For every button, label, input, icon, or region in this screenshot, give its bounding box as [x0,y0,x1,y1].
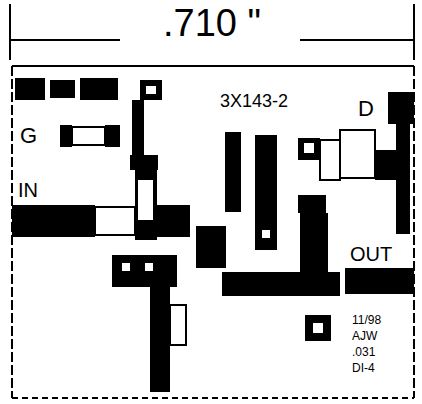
dimension-line [10,39,120,41]
via [145,263,153,271]
board-outline [12,65,414,67]
pad [298,138,320,160]
output-line [345,268,414,294]
material-note: DI-4 [352,362,375,374]
dimension-line [300,39,414,41]
resistor [105,125,120,147]
capacitor-plate [138,180,153,220]
dimension-tick [9,4,11,60]
trace [150,287,170,392]
transistor [196,226,226,268]
pad [140,80,162,100]
dimension-text: .710 " [163,4,261,42]
board-outline [12,397,414,399]
capacitor [255,135,277,250]
input-line [12,205,95,237]
dimension-tick [413,4,415,60]
output-line [222,272,340,296]
pad [80,78,118,100]
via [313,323,323,333]
thickness-note: .031 [352,346,375,358]
trace [132,100,144,155]
part-number: 3X143-2 [220,92,288,110]
date-note: 11/98 [352,314,381,326]
pad [50,80,75,98]
pad [305,315,331,341]
capacitor-body [340,130,375,178]
pad [15,78,45,100]
capacitor [300,213,328,273]
capacitor-body [320,140,340,180]
gate-label: G [20,125,37,147]
drain-label: D [358,98,374,120]
resistor-body [72,127,105,145]
drain-pad [388,92,414,124]
trace [396,124,410,234]
author-note: AJW [352,330,377,342]
via [146,86,156,94]
via [122,263,130,271]
pad [298,195,326,213]
resistor-body [95,207,135,235]
capacitor-body [170,305,186,345]
ground-pad [112,255,177,287]
pad [375,150,397,180]
trace [225,132,241,212]
input-label: IN [18,180,38,200]
output-label: OUT [350,244,392,264]
via [304,143,314,153]
trace [130,155,158,170]
via [262,230,270,238]
resistor [60,125,72,147]
